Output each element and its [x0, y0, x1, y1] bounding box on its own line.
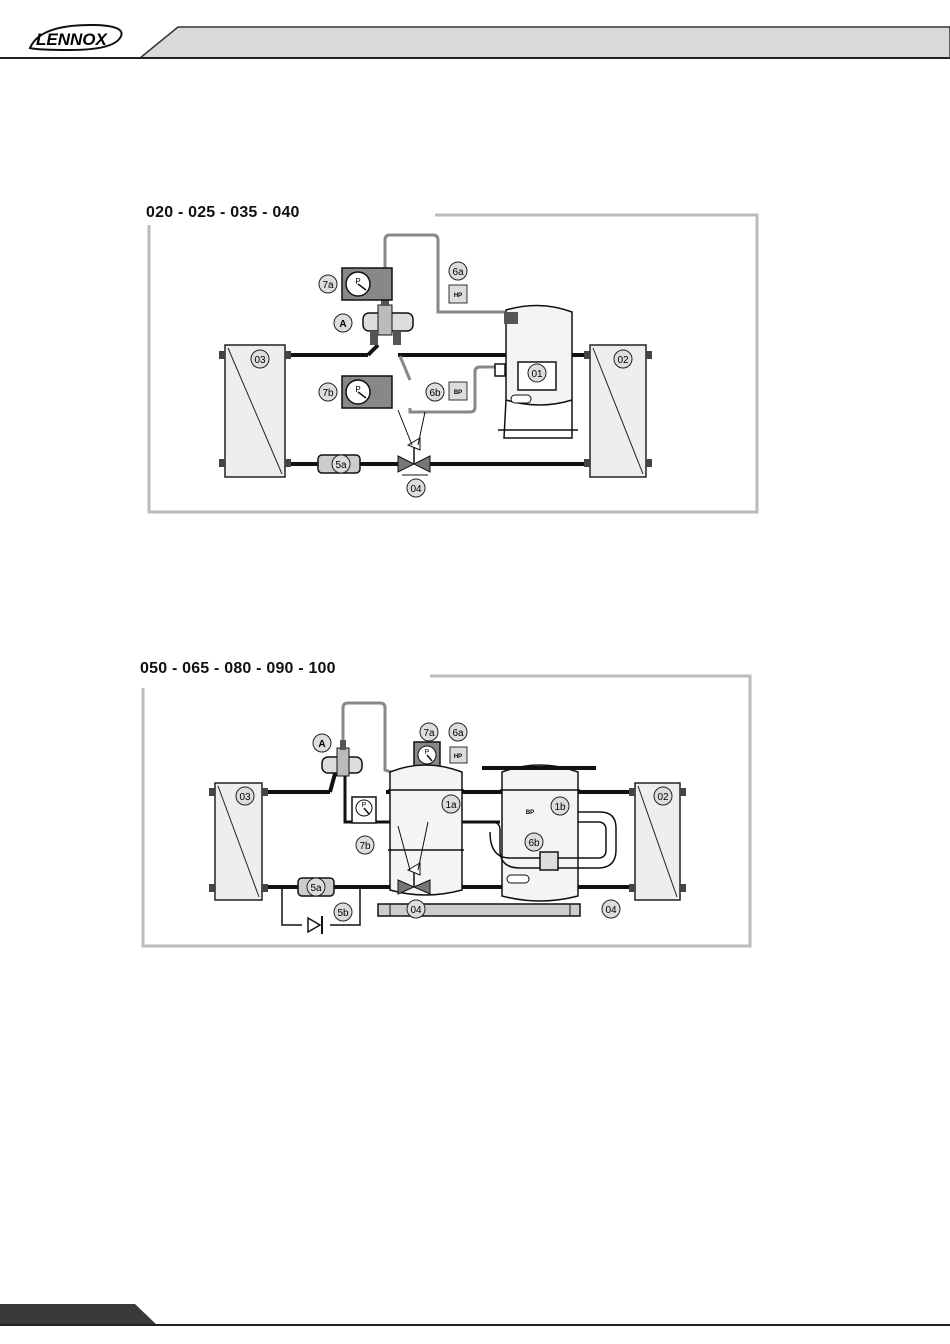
label-7b: 7b — [359, 841, 371, 852]
label-7a: 7a — [423, 728, 435, 739]
label-5a: 5a — [310, 883, 322, 894]
label-04: 04 — [410, 905, 422, 916]
label-1a: 1a — [445, 800, 457, 811]
gauge-p-label: P — [362, 802, 367, 809]
label-6a: 6a — [452, 728, 464, 739]
figure2-gauge-lp — [352, 797, 376, 823]
label-04-base: 04 — [605, 905, 617, 916]
figure2-compressor-b — [482, 765, 596, 901]
label-1b: 1b — [554, 802, 566, 813]
label-5b: 5b — [337, 908, 349, 919]
label-03: 03 — [239, 792, 251, 803]
label-02: 02 — [657, 792, 669, 803]
label-manifold: A — [318, 739, 325, 750]
gauge-p-label: P — [425, 749, 430, 756]
page-footer — [0, 1296, 950, 1344]
label-6b: 6b — [528, 838, 540, 849]
bp-box-label: BP — [526, 810, 534, 816]
figure2-check-valve — [308, 916, 322, 934]
hp-box-label: HP — [454, 754, 462, 760]
